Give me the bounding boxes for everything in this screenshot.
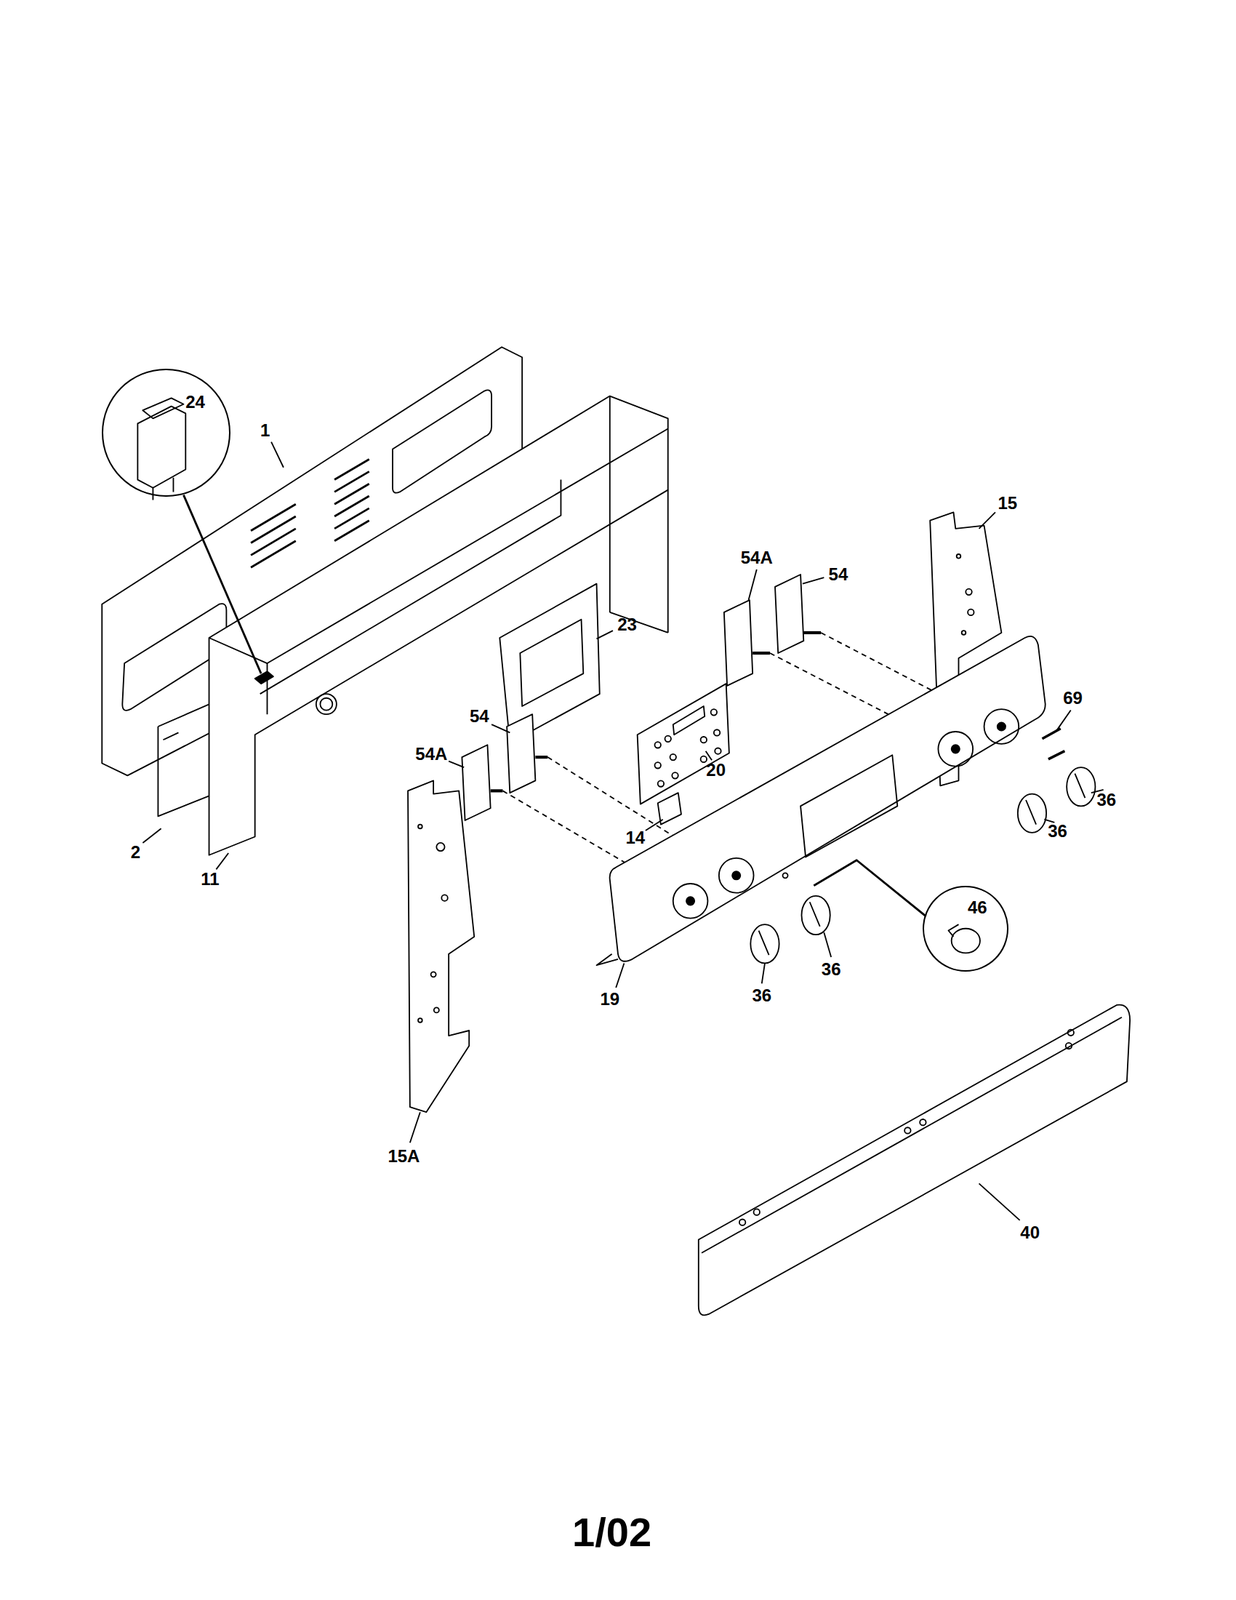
callout-number: 19 <box>599 990 620 1008</box>
callout-number: 54A <box>415 745 448 763</box>
callout-number: 54A <box>740 548 773 567</box>
callout-number: 14 <box>625 828 645 847</box>
detail-circle: 46 <box>922 885 1009 972</box>
callout-number: 15A <box>387 1147 420 1165</box>
callout-number: 54 <box>469 707 490 725</box>
callout-number: 1 <box>260 421 270 440</box>
callout-number: 20 <box>705 761 726 779</box>
callout-number: 36 <box>751 986 772 1005</box>
callout-number: 11 <box>200 870 219 888</box>
detail-circle: 24 <box>101 368 231 498</box>
callout-number: 69 <box>1062 689 1083 707</box>
page-number: 1/02 <box>572 1511 652 1553</box>
callout-number: 54 <box>828 565 849 584</box>
callout-number: 24 <box>185 393 206 411</box>
callout-number: 36 <box>821 960 842 978</box>
callout-number: 46 <box>967 898 988 917</box>
callout-number: 15 <box>997 494 1018 512</box>
callout-number: 36 <box>1097 791 1117 809</box>
callout-number: 23 <box>617 615 637 634</box>
callout-number: 2 <box>130 843 141 861</box>
callout-number: 40 <box>1020 1223 1040 1242</box>
callout-number: 36 <box>1047 822 1068 840</box>
